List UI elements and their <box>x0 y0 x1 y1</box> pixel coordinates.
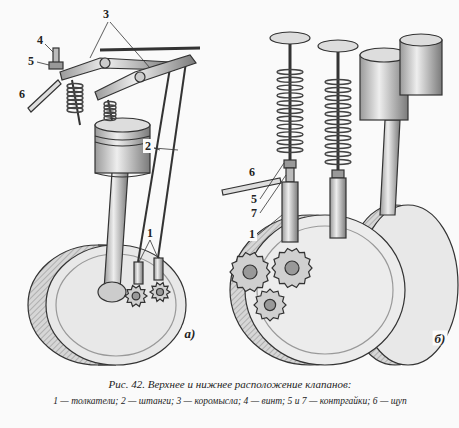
callout-number: 3 <box>101 7 111 21</box>
gear <box>272 249 312 288</box>
piston <box>95 118 150 177</box>
feeler-gauge <box>28 80 61 112</box>
valve-spring <box>104 102 116 121</box>
tappet <box>282 182 298 242</box>
valves <box>67 80 116 125</box>
valve-spring <box>277 70 303 153</box>
callout-number: 6 <box>247 165 257 179</box>
figure-caption: Рис. 42. Верхнее и нижнее расположение к… <box>107 378 354 391</box>
pistons <box>360 34 442 215</box>
rocker-arms <box>60 48 200 100</box>
subfigure-label: а) <box>183 326 198 341</box>
callout-number: 4 <box>35 33 45 47</box>
callout-number: 5 <box>26 54 36 68</box>
legend-key-text: 1 — толкатели; 2 — штанги; 3 — коромысла… <box>51 396 409 408</box>
callout-number: 6 <box>17 87 27 101</box>
connecting-rod <box>104 172 128 290</box>
lock-nut <box>49 62 63 69</box>
gear <box>125 286 147 307</box>
callout-number: 5 <box>249 192 259 206</box>
camshaft <box>125 258 170 306</box>
callout-number: 2 <box>143 139 153 153</box>
callout-number: 1 <box>145 226 155 240</box>
valves <box>270 32 358 242</box>
subfigure-label: б) <box>433 331 448 346</box>
gear <box>150 282 170 301</box>
valve-spring <box>67 84 83 113</box>
gear <box>254 289 286 321</box>
callout-number: 7 <box>249 206 259 220</box>
leader-lines <box>37 22 286 262</box>
gear <box>230 253 270 292</box>
callout-number: 1 <box>247 227 257 241</box>
timing-gears <box>230 249 312 321</box>
pushrods <box>138 62 186 262</box>
valve-spring <box>325 80 351 165</box>
